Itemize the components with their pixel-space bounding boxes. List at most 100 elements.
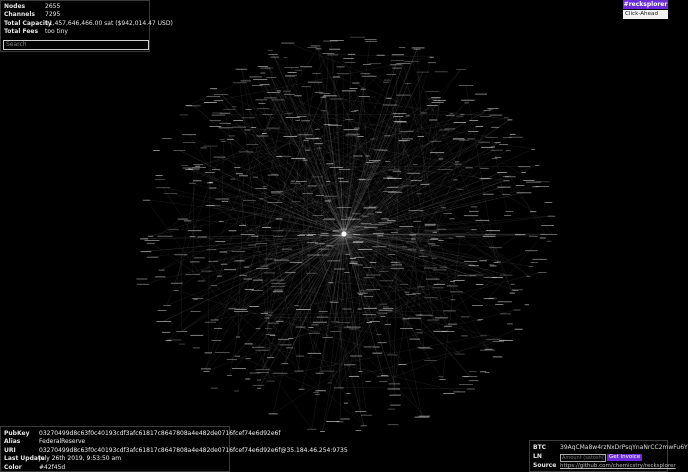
- node-label[interactable]: [252, 85, 263, 86]
- node-label[interactable]: [414, 416, 430, 418]
- node-label[interactable]: [319, 93, 331, 94]
- node-label[interactable]: [245, 378, 251, 380]
- node-label[interactable]: [448, 323, 457, 325]
- node-label[interactable]: [446, 285, 458, 287]
- node-label[interactable]: [332, 76, 341, 78]
- node-label[interactable]: [185, 105, 193, 106]
- node-label[interactable]: [510, 133, 516, 135]
- node-label[interactable]: [404, 291, 409, 293]
- node-label[interactable]: [346, 236, 353, 238]
- node-label[interactable]: [326, 245, 334, 247]
- node-label[interactable]: [480, 178, 492, 180]
- node-label[interactable]: [220, 112, 231, 114]
- node-label[interactable]: [350, 36, 366, 38]
- node-label[interactable]: [212, 169, 221, 171]
- node-label[interactable]: [399, 131, 414, 132]
- node-label[interactable]: [271, 99, 285, 101]
- node-label[interactable]: [177, 218, 188, 220]
- node-label[interactable]: [136, 283, 150, 285]
- node-label[interactable]: [409, 234, 416, 236]
- node-label[interactable]: [305, 149, 311, 151]
- node-label[interactable]: [515, 185, 525, 186]
- node-label[interactable]: [345, 119, 354, 120]
- node-label[interactable]: [512, 290, 519, 291]
- node-label[interactable]: [155, 175, 163, 176]
- node-label[interactable]: [458, 189, 464, 190]
- node-label[interactable]: [407, 249, 417, 251]
- node-label[interactable]: [296, 309, 311, 310]
- node-label[interactable]: [504, 215, 512, 216]
- node-label[interactable]: [476, 320, 482, 322]
- node-label[interactable]: [375, 211, 382, 213]
- node-label[interactable]: [297, 235, 305, 236]
- node-label[interactable]: [539, 237, 546, 239]
- node-label[interactable]: [418, 415, 431, 417]
- node-label[interactable]: [234, 355, 241, 357]
- node-label[interactable]: [256, 372, 270, 373]
- node-label[interactable]: [315, 390, 326, 392]
- node-label[interactable]: [460, 114, 465, 115]
- node-label[interactable]: [438, 129, 450, 131]
- node-label[interactable]: [267, 322, 279, 324]
- node-label[interactable]: [507, 323, 513, 325]
- node-label[interactable]: [460, 99, 475, 101]
- node-label[interactable]: [322, 53, 335, 54]
- node-label[interactable]: [263, 97, 277, 99]
- node-label[interactable]: [228, 308, 236, 310]
- node-label[interactable]: [350, 355, 363, 357]
- node-label[interactable]: [358, 371, 363, 372]
- node-label[interactable]: [502, 175, 510, 177]
- node-label[interactable]: [438, 158, 444, 160]
- node-label[interactable]: [290, 180, 295, 182]
- node-label[interactable]: [424, 230, 439, 232]
- node-label[interactable]: [398, 364, 407, 365]
- node-label[interactable]: [439, 379, 446, 380]
- node-label[interactable]: [419, 348, 433, 350]
- node-label[interactable]: [204, 352, 213, 354]
- node-label[interactable]: [252, 346, 265, 348]
- node-label[interactable]: [255, 328, 261, 330]
- node-label[interactable]: [210, 387, 218, 389]
- node-label[interactable]: [213, 156, 226, 158]
- node-label[interactable]: [313, 321, 327, 323]
- node-label[interactable]: [400, 328, 413, 329]
- node-label[interactable]: [547, 215, 556, 217]
- node-label[interactable]: [301, 120, 311, 122]
- node-label[interactable]: [255, 369, 270, 371]
- node-label[interactable]: [200, 368, 211, 370]
- node-label[interactable]: [490, 146, 495, 148]
- node-label[interactable]: [273, 230, 284, 232]
- node-label[interactable]: [430, 140, 442, 142]
- node-label[interactable]: [154, 179, 166, 181]
- node-label[interactable]: [264, 317, 270, 319]
- node-label[interactable]: [212, 112, 222, 114]
- node-label[interactable]: [484, 348, 493, 350]
- node-label[interactable]: [168, 228, 179, 230]
- node-label[interactable]: [194, 165, 201, 167]
- node-label[interactable]: [363, 267, 372, 268]
- node-label[interactable]: [390, 262, 398, 263]
- node-label[interactable]: [497, 301, 512, 303]
- node-label[interactable]: [241, 117, 255, 119]
- node-label[interactable]: [338, 169, 351, 170]
- node-label[interactable]: [327, 54, 339, 56]
- node-label[interactable]: [267, 174, 279, 176]
- node-label[interactable]: [260, 72, 266, 74]
- node-label[interactable]: [469, 265, 480, 267]
- node-label[interactable]: [510, 283, 515, 285]
- node-label[interactable]: [314, 128, 321, 130]
- node-label[interactable]: [207, 182, 214, 184]
- node-label[interactable]: [528, 266, 534, 268]
- node-label[interactable]: [357, 308, 362, 310]
- node-label[interactable]: [327, 260, 341, 262]
- node-label[interactable]: [391, 264, 402, 266]
- node-label[interactable]: [259, 198, 264, 200]
- node-label[interactable]: [469, 120, 479, 121]
- node-label[interactable]: [441, 331, 455, 332]
- node-label[interactable]: [419, 249, 425, 251]
- node-label[interactable]: [252, 279, 263, 281]
- node-label[interactable]: [301, 86, 311, 88]
- node-label[interactable]: [415, 314, 423, 316]
- node-label[interactable]: [255, 99, 268, 101]
- node-label[interactable]: [244, 266, 250, 268]
